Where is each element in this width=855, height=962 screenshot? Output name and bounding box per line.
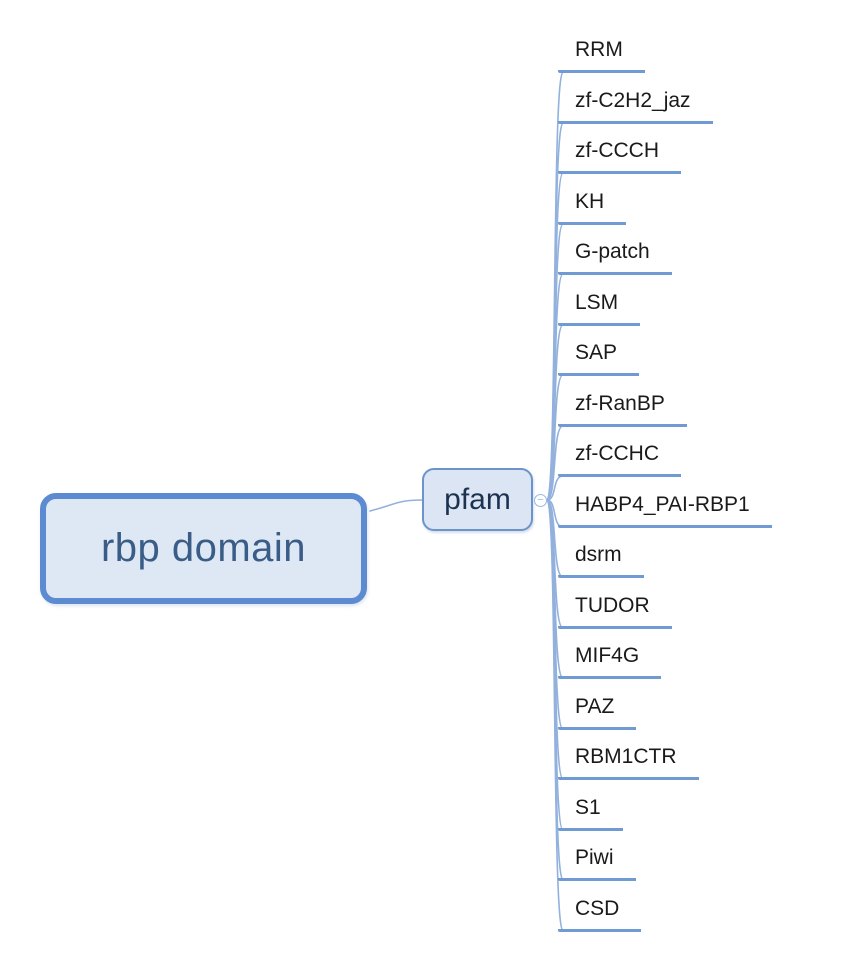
collapse-toggle-icon[interactable]: − [534, 494, 547, 507]
leaf-node-label: RRM [575, 38, 623, 61]
leaf-node[interactable]: KH [558, 187, 627, 225]
leaf-node-label: zf-C2H2_jaz [575, 89, 691, 112]
root-node[interactable]: rbp domain [40, 493, 367, 604]
branch-node-pfam[interactable]: pfam [422, 468, 533, 531]
leaf-node-label: SAP [575, 341, 618, 364]
leaf-node[interactable]: G-patch [558, 237, 672, 275]
leaf-node[interactable]: SAP [558, 338, 640, 376]
leaf-node[interactable]: TUDOR [558, 591, 672, 629]
root-to-branch-connector [369, 499, 424, 512]
leaf-node-label: G-patch [575, 240, 650, 263]
minus-icon: − [537, 494, 544, 506]
leaf-node-label: Piwi [575, 846, 614, 869]
leaf-node-label: dsrm [575, 543, 622, 566]
leaf-node-label: zf-CCCH [575, 139, 659, 162]
leaf-node[interactable]: zf-CCHC [558, 439, 681, 477]
leaf-node-label: LSM [575, 291, 619, 314]
leaf-node-label: MIF4G [575, 644, 640, 667]
leaf-node[interactable]: RBM1CTR [558, 742, 699, 780]
root-node-label: rbp domain [100, 526, 307, 570]
leaf-node[interactable]: HABP4_PAI-RBP1 [558, 490, 772, 528]
leaf-node-label: TUDOR [575, 594, 650, 617]
leaf-node-label: HABP4_PAI-RBP1 [575, 493, 750, 516]
leaf-node[interactable]: Piwi [558, 843, 636, 881]
leaf-node[interactable]: zf-C2H2_jaz [558, 86, 713, 124]
leaf-node-label: PAZ [575, 695, 615, 718]
leaf-node[interactable]: PAZ [558, 692, 637, 730]
leaf-node[interactable]: dsrm [558, 540, 644, 578]
leaf-node[interactable]: LSM [558, 288, 641, 326]
leaf-node[interactable]: zf-RanBP [558, 389, 687, 427]
leaf-node[interactable]: zf-CCCH [558, 136, 681, 174]
leaf-node-label: zf-RanBP [575, 392, 665, 415]
leaf-node-label: zf-CCHC [575, 442, 659, 465]
leaf-node[interactable]: CSD [558, 894, 642, 932]
leaf-node[interactable]: RRM [558, 35, 645, 73]
leaf-node-label: CSD [575, 897, 620, 920]
leaf-node[interactable]: MIF4G [558, 641, 662, 679]
branch-node-label: pfam [444, 482, 511, 516]
leaf-node-label: RBM1CTR [575, 745, 677, 768]
leaf-node-label: S1 [575, 796, 601, 819]
leaf-node[interactable]: S1 [558, 793, 623, 831]
leaf-node-label: KH [575, 190, 605, 213]
